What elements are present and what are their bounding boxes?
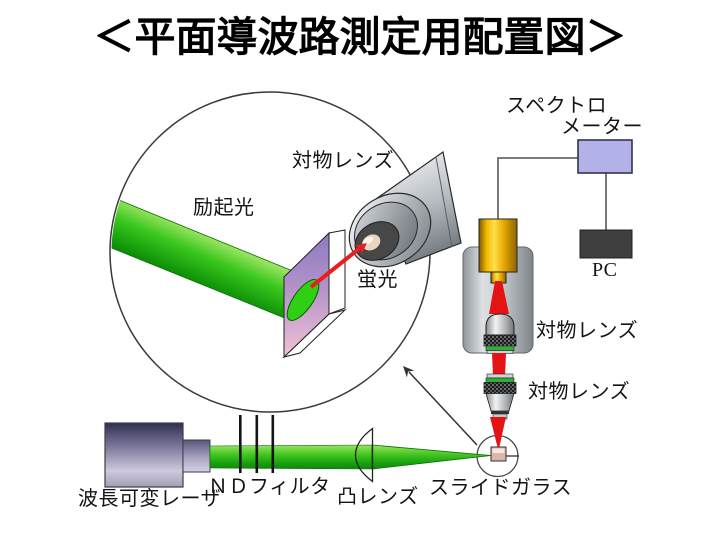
- lower-objective-label: 対物レンズ: [528, 381, 631, 403]
- diagram-title: ＜平面導波路測定用配置図＞: [93, 14, 627, 60]
- magnified-objective-label: 対物レンズ: [292, 150, 395, 172]
- slide-glass-label: スライドガラス: [429, 477, 573, 499]
- convex-lens-label: 凸レンズ: [337, 486, 419, 508]
- spectrometer-label-line1: スペクトロ: [506, 95, 608, 117]
- upper-objective-label: 対物レンズ: [536, 320, 639, 342]
- waveguide-slab: [282, 229, 347, 359]
- spectrometer-box: [577, 139, 633, 174]
- sample-chip: [490, 446, 519, 462]
- upper-objective: [483, 313, 517, 354]
- objective-lens-magnified: [348, 150, 462, 268]
- nd-filter: [239, 415, 275, 473]
- tunable-laser: [104, 422, 211, 488]
- signal-wires: [497, 157, 607, 230]
- spectrometer-label-line2: メーター: [561, 116, 643, 138]
- fluorescence-beam-middle: [492, 353, 506, 376]
- photodetector: [478, 218, 518, 284]
- lower-objective: [483, 373, 517, 420]
- nd-filter-label: ＮＤフィルタ: [208, 476, 331, 498]
- magnify-arrow: [403, 366, 478, 446]
- fluorescence-beam-lower: [490, 417, 506, 451]
- pc-box: [579, 229, 633, 259]
- fluorescence-beam-upper: [489, 281, 509, 314]
- fluorescence-arrow: [309, 243, 367, 289]
- pc-label: PC: [592, 259, 618, 281]
- laser-beam: [209, 444, 492, 470]
- excitation-light-label: 励起光: [193, 197, 255, 219]
- convex-lens: [354, 427, 374, 483]
- laser-label: 波長可変レーザ: [78, 488, 222, 510]
- magnifier-circle: [109, 91, 462, 413]
- fluorescence-label: 蛍光: [357, 269, 398, 291]
